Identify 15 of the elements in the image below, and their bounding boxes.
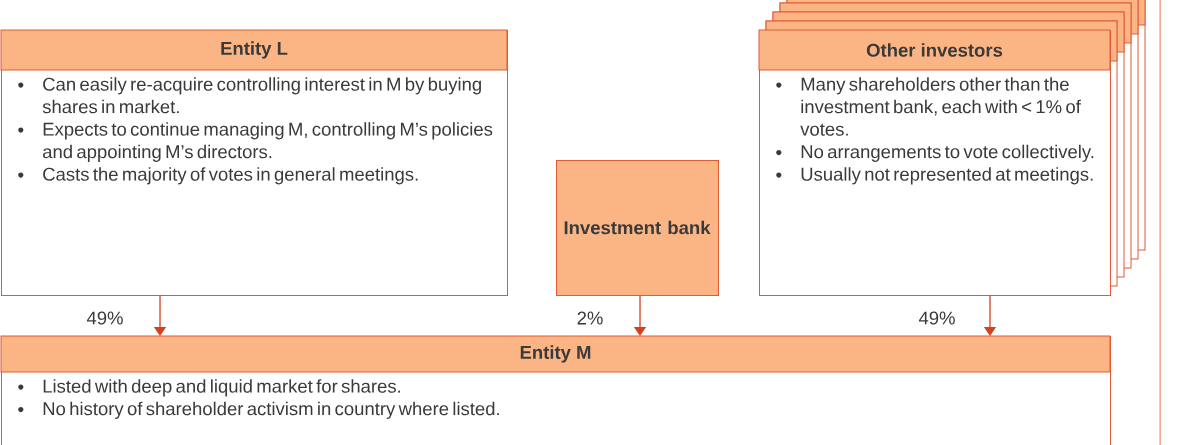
bullet-text: Listed with deep and liquid market for shares. (43, 379, 401, 397)
bullet-text: Expects to continue managing M, controlling M’s policies and appointing M’s directors. (43, 122, 493, 162)
bullet-text: Usually not represented at meetings. (801, 167, 1093, 185)
edge-label: 49% (86, 311, 123, 325)
bullet-text: Can easily re-acquire controlling interest in M by buying shares in market. (42, 77, 481, 114)
entity-box: Entity M Listed with deep and liquid market for shares. No history of shareholder activism in country where listed. (0, 335, 1111, 445)
entity-box: Investment bank (556, 160, 719, 296)
bullet-text: No history of shareholder activism in country where listed. (43, 401, 499, 419)
bullet-text: Casts the majority of votes in general meetings. (43, 167, 418, 185)
entity-box: Other investors Many shareholders other than the investment bank, each with < 1% of votes. No arrangements to vote collectively. Usually not represented at meetings. (758, 29, 1111, 296)
edge-label: 2% (577, 311, 603, 325)
bullet-text: Many shareholders other than the investment bank, each with < 1% of votes. (800, 77, 1081, 136)
entity-box: Entity L Can easily re-acquire controlling interest in M by buying shares in market. Expects to continue managing M, controlling M’s policies and appointing M’s directors. Casts the majority of votes in general meetings. (0, 29, 508, 296)
bullet-text: No arrangements to vote collectively. (801, 144, 1094, 162)
edge-label: 49% (918, 311, 955, 325)
